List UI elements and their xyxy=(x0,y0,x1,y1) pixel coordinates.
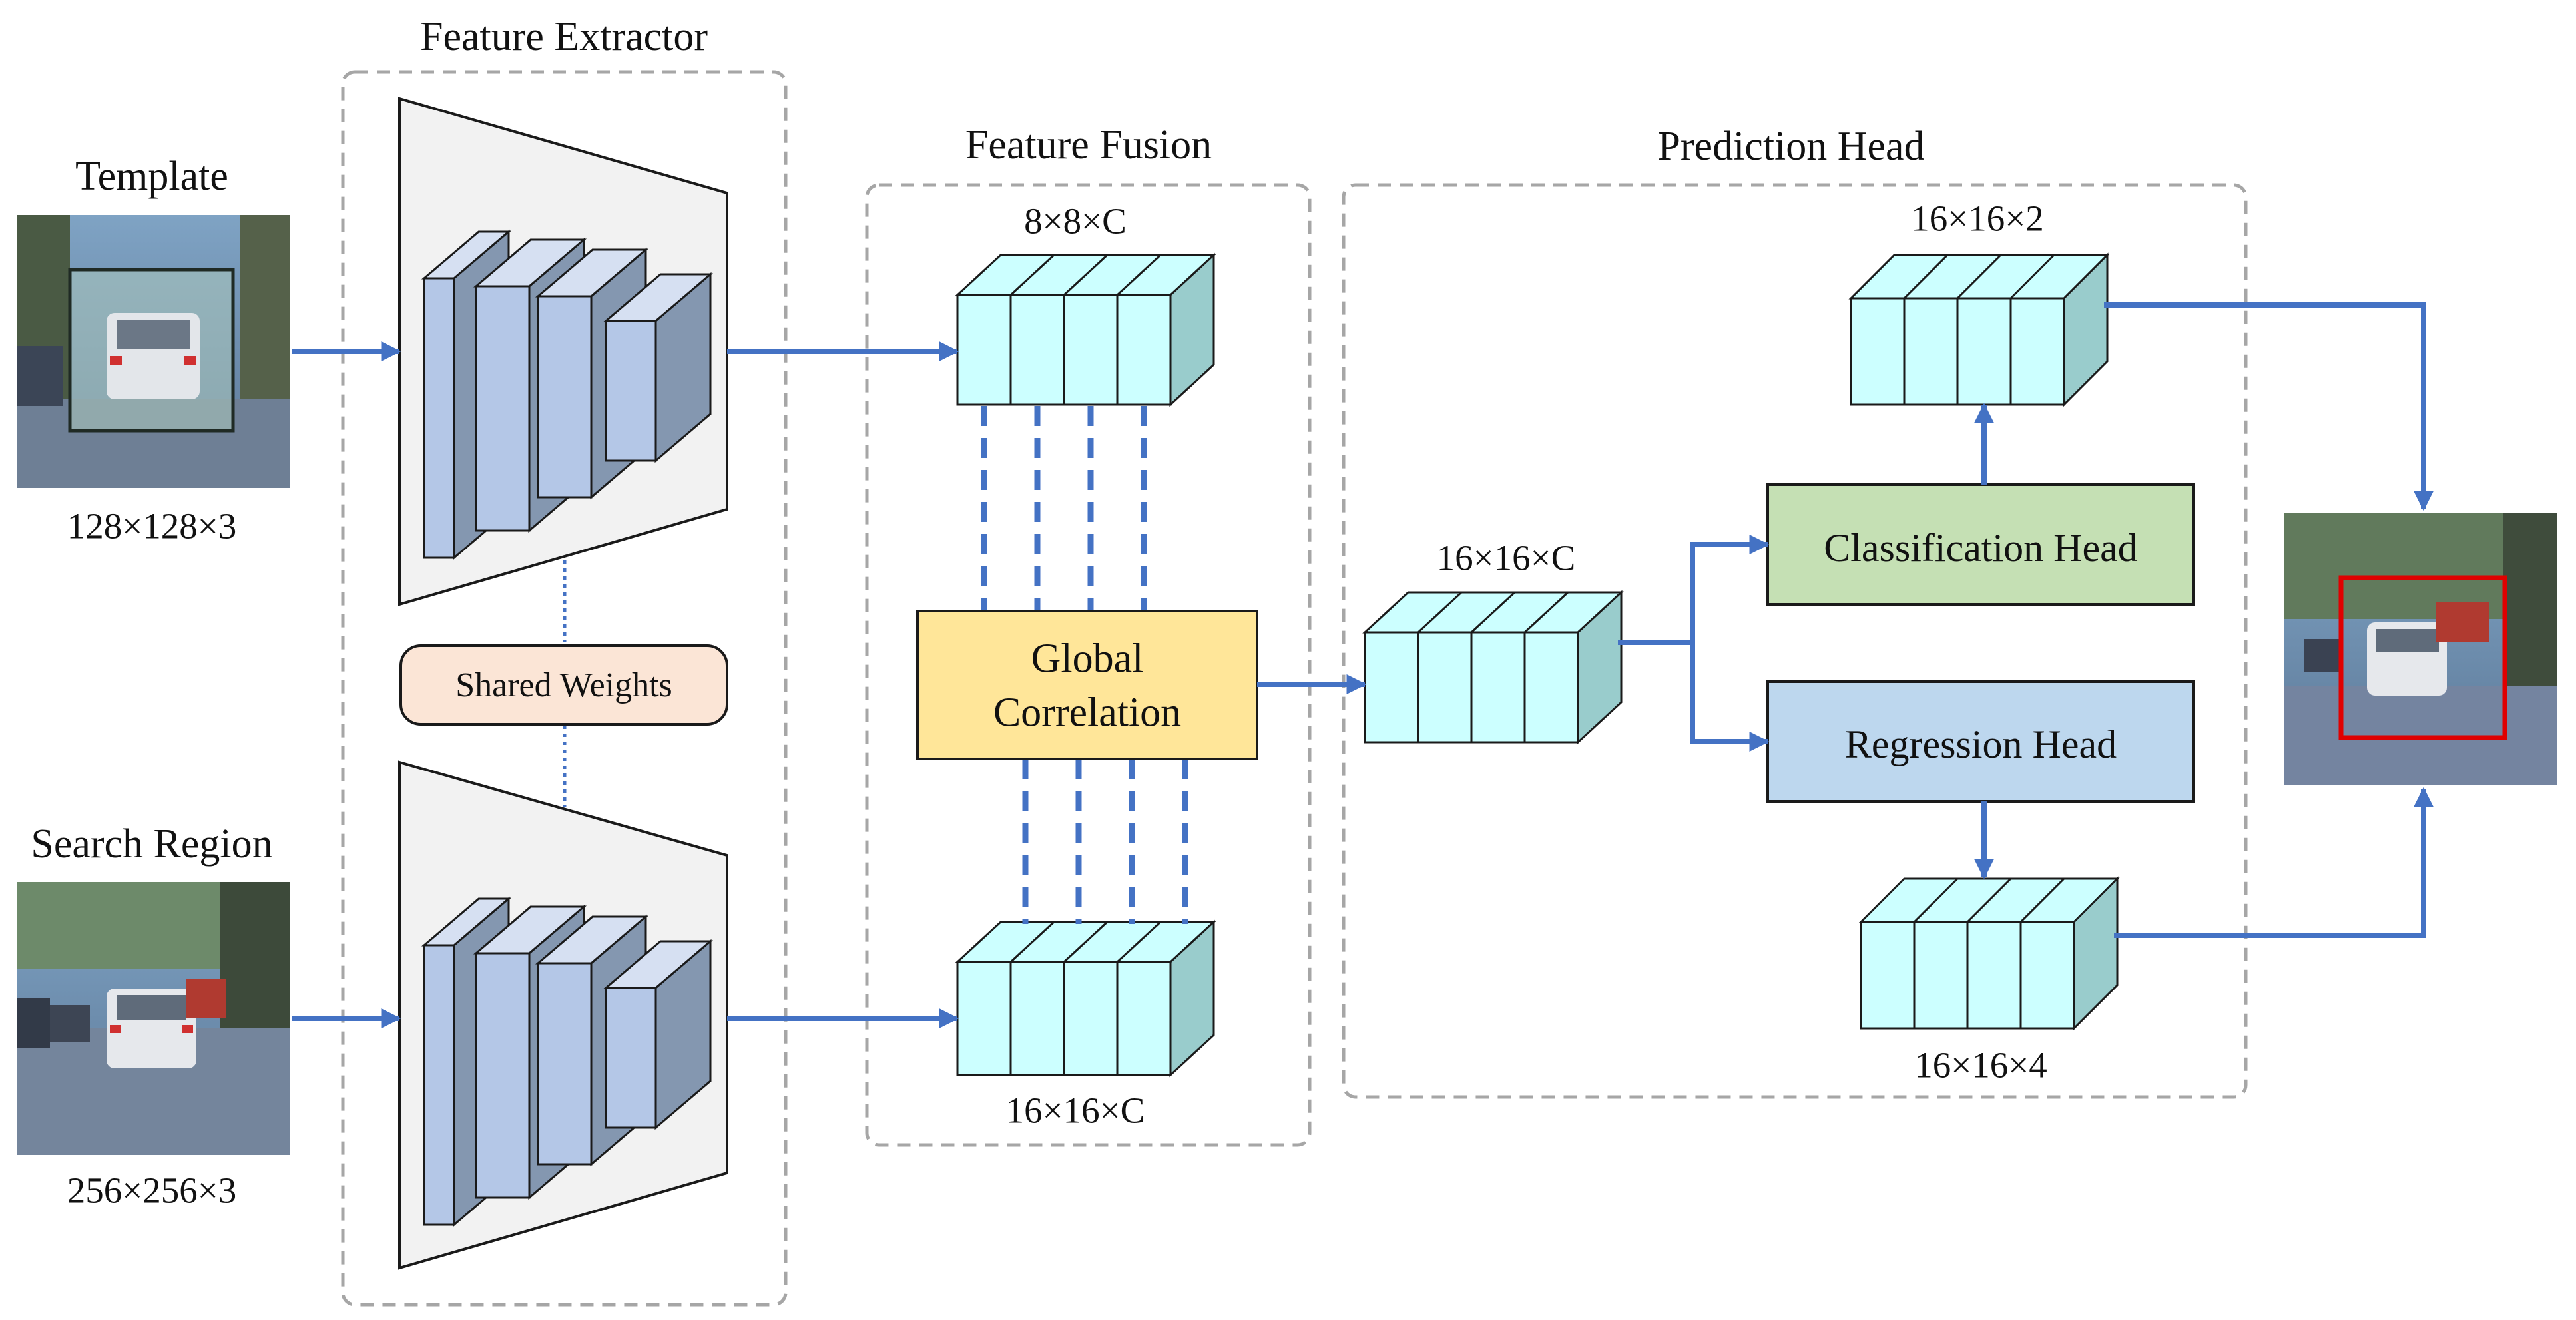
classification-head-box xyxy=(1766,483,2195,606)
fused-feature-tensor xyxy=(1362,590,1624,745)
fused-feature-size: 16×16×C xyxy=(1436,537,1576,578)
arrow-cls-out-to-output xyxy=(2104,302,2434,511)
feature-extractor-group xyxy=(341,70,788,1307)
predicted-bbox xyxy=(2338,575,2507,740)
arrow-reg-out-to-output xyxy=(2114,787,2434,938)
search-size-label: 256×256×3 xyxy=(67,1170,237,1211)
regression-output-tensor xyxy=(1858,876,2120,1031)
output-image xyxy=(2284,513,2557,785)
regression-output-size: 16×16×4 xyxy=(1914,1044,2047,1086)
backbone-top-layers xyxy=(421,229,714,560)
arrow-fused-to-regression xyxy=(1690,642,1770,752)
prediction-head-title: Prediction Head xyxy=(1657,124,1925,169)
template-feature-tensor xyxy=(955,252,1216,407)
regression-head-box xyxy=(1766,680,2195,803)
search-feature-size: 16×16×C xyxy=(1005,1090,1145,1131)
regression-head-label: Regression Head xyxy=(1844,722,2117,766)
global-correlation-label: Global Correlation xyxy=(993,632,1181,739)
backbone-bottom-layers xyxy=(421,896,714,1227)
template-size-label: 128×128×3 xyxy=(67,505,237,547)
search-region-image xyxy=(17,882,290,1155)
prediction-head-group xyxy=(1342,183,2248,1099)
search-region-label: Search Region xyxy=(31,821,273,867)
cnn-layer-4 xyxy=(603,939,714,1130)
classification-output-size: 16×16×2 xyxy=(1911,198,2044,239)
arrow-fused-to-classification xyxy=(1618,535,1770,645)
shared-weights-box xyxy=(399,644,728,726)
global-correlation-box xyxy=(916,610,1258,760)
global-correlation-line2: Correlation xyxy=(993,690,1182,735)
feature-fusion-group xyxy=(865,183,1312,1147)
cnn-layer-4 xyxy=(603,272,714,463)
search-feature-tensor xyxy=(955,919,1216,1078)
template-feature-size: 8×8×C xyxy=(1024,200,1127,242)
global-correlation-line1: Global xyxy=(1031,636,1144,682)
classification-output-tensor xyxy=(1848,252,2110,407)
feature-fusion-title: Feature Fusion xyxy=(965,122,1212,168)
correlation-dashes xyxy=(981,406,1188,924)
shared-weights-label: Shared Weights xyxy=(455,666,672,704)
classification-head-label: Classification Head xyxy=(1824,526,2138,570)
template-image xyxy=(17,215,290,488)
feature-extractor-title: Feature Extractor xyxy=(419,14,708,59)
template-label: Template xyxy=(75,154,228,199)
